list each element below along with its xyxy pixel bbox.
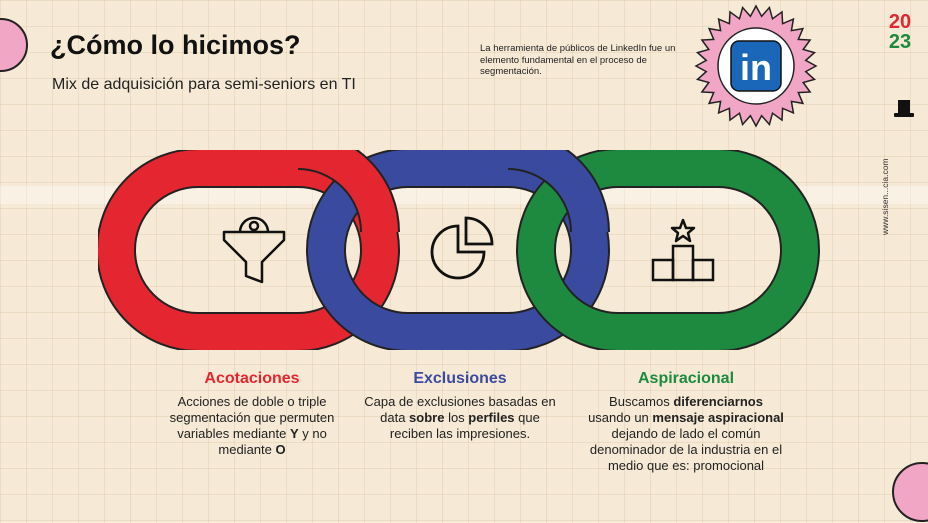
chain-link-red	[98, 150, 400, 350]
desc-text: Capa de exclusiones basadas en data	[364, 394, 556, 425]
desc-bold: O	[275, 442, 286, 457]
desc-text: Acciones de doble o triple segmentación …	[169, 394, 335, 441]
pillar-description: Buscamos diferenciarnos usando un mensaj…	[586, 394, 786, 474]
linkedin-note: La herramienta de públicos de LinkedIn f…	[480, 43, 676, 77]
desc-bold: Y	[289, 426, 299, 441]
decorative-pink-circle-right	[892, 462, 928, 522]
desc-bold: mensaje aspiracional	[652, 410, 784, 425]
pillar-title: Exclusiones	[413, 370, 507, 387]
pillar-acotaciones: Acotaciones Acciones de doble o triple s…	[152, 370, 352, 458]
chain-link-green	[516, 150, 820, 350]
pillar-exclusiones: Exclusiones Capa de exclusiones basadas …	[360, 370, 560, 442]
desc-bold: perfiles	[468, 410, 515, 425]
linkedin-icon: in	[730, 40, 782, 92]
top-hat-icon	[894, 100, 914, 117]
pillar-description: Acciones de doble o triple segmentación …	[152, 394, 352, 458]
desc-text: usando un	[588, 410, 653, 425]
desc-text: dejando de lado el común denominador de …	[589, 426, 783, 473]
page-title: ¿Cómo lo hicimos?	[50, 30, 301, 60]
chain-illustration	[98, 150, 820, 350]
desc-text: que reciben las impresiones.	[389, 410, 540, 441]
pillar-aspiracional: Aspiracional Buscamos diferenciarnos usa…	[586, 370, 786, 474]
desc-text: los	[444, 410, 469, 425]
background-band	[0, 186, 928, 204]
pillar-title: Acotaciones	[204, 370, 300, 387]
linkedin-badge: in	[694, 4, 818, 128]
desc-text: y no mediante	[218, 426, 327, 457]
decorative-pink-circle-left	[0, 18, 28, 72]
funnel-icon	[222, 216, 286, 284]
desc-bold: diferenciarnos	[673, 394, 763, 409]
year-badge: 20 23	[885, 12, 915, 52]
podium-icon	[651, 218, 715, 282]
website-text: www.sisen...cia.com	[880, 158, 890, 235]
pie-chart-icon	[430, 216, 494, 280]
desc-bold: sobre	[409, 410, 445, 425]
linkedin-logo-text: in	[740, 47, 772, 88]
pillar-title: Aspiracional	[637, 370, 735, 387]
desc-text: Buscamos	[609, 394, 674, 409]
page-subtitle: Mix de adquisición para semi-seniors en …	[52, 76, 356, 93]
pillar-description: Capa de exclusiones basadas en data sobr…	[360, 394, 560, 442]
chain-link-blue	[306, 150, 610, 350]
year-bottom: 23	[888, 31, 912, 53]
year-top: 20	[888, 11, 912, 33]
